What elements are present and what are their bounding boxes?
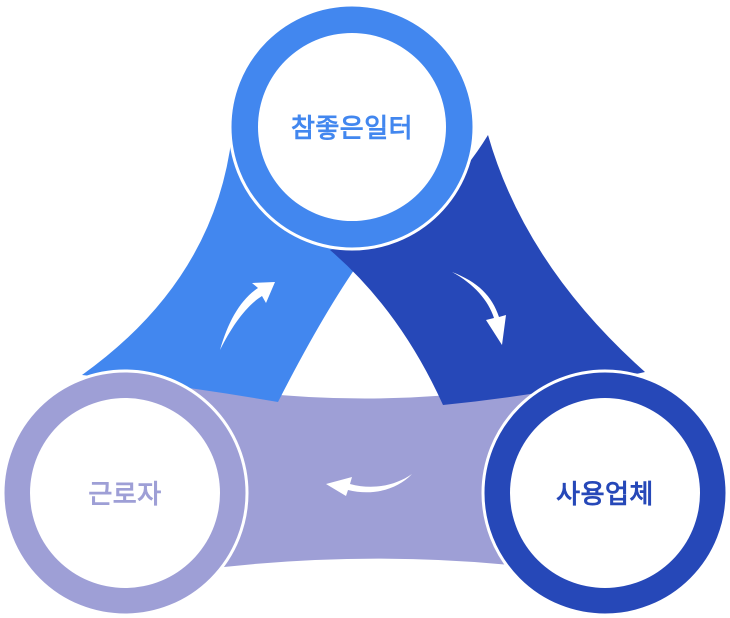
node-right-inner [510,398,700,588]
node-left: 근로자 [1,369,249,617]
node-top: 참좋은일터 [228,3,476,251]
curved-arrow-down-right-icon [452,272,506,345]
band-top-right [330,135,645,405]
node-left-label: 근로자 [88,480,161,510]
node-right: 사용업체 [481,369,729,617]
node-top-label: 참좋은일터 [291,114,413,144]
node-left-inner [30,398,220,588]
node-right-label: 사용업체 [556,480,654,510]
band-top-left [82,135,372,402]
curved-arrow-up-right-icon [220,282,275,350]
node-top-inner [258,33,446,221]
band-bottom [130,372,600,580]
curved-arrow-left-icon [326,474,412,496]
